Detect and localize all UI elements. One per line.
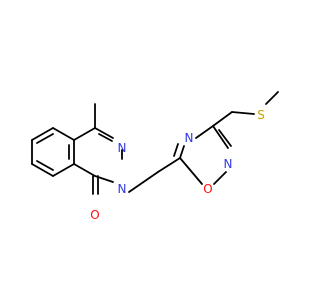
molecule-diagram: N N O N N O S	[31, 91, 279, 222]
bond	[94, 127, 114, 139]
bond	[212, 111, 233, 127]
bond	[31, 127, 54, 141]
bond	[52, 163, 75, 177]
atom-n-oxadiazole-bottom: N	[224, 157, 233, 171]
bond	[195, 125, 214, 139]
bond	[212, 125, 229, 149]
atom-n-ring-center: N	[118, 182, 127, 196]
bond	[231, 111, 255, 115]
atom-o-oxadiazole: O	[203, 182, 212, 196]
bond	[52, 127, 75, 141]
bond	[157, 157, 181, 173]
bond	[218, 129, 232, 147]
atom-n-oxadiazole-left: N	[185, 131, 194, 145]
bond-layer	[31, 91, 279, 195]
bond	[73, 163, 96, 177]
bond	[36, 160, 54, 171]
bond	[179, 145, 185, 159]
atom-o-carbonyl: O	[90, 208, 99, 222]
atom-s-thioether: S	[257, 108, 265, 122]
bond	[31, 163, 54, 177]
bond	[98, 133, 113, 142]
atom-n-ring-top: N	[118, 141, 127, 155]
bond	[36, 133, 54, 144]
bond	[128, 171, 159, 193]
bond	[213, 171, 227, 185]
bond	[173, 143, 179, 157]
bond	[179, 157, 203, 185]
bond	[265, 91, 279, 105]
bond	[73, 127, 96, 141]
structure-svg: N N O N N O S	[31, 91, 279, 222]
atom-label-layer: N N O N N O S	[90, 108, 265, 222]
